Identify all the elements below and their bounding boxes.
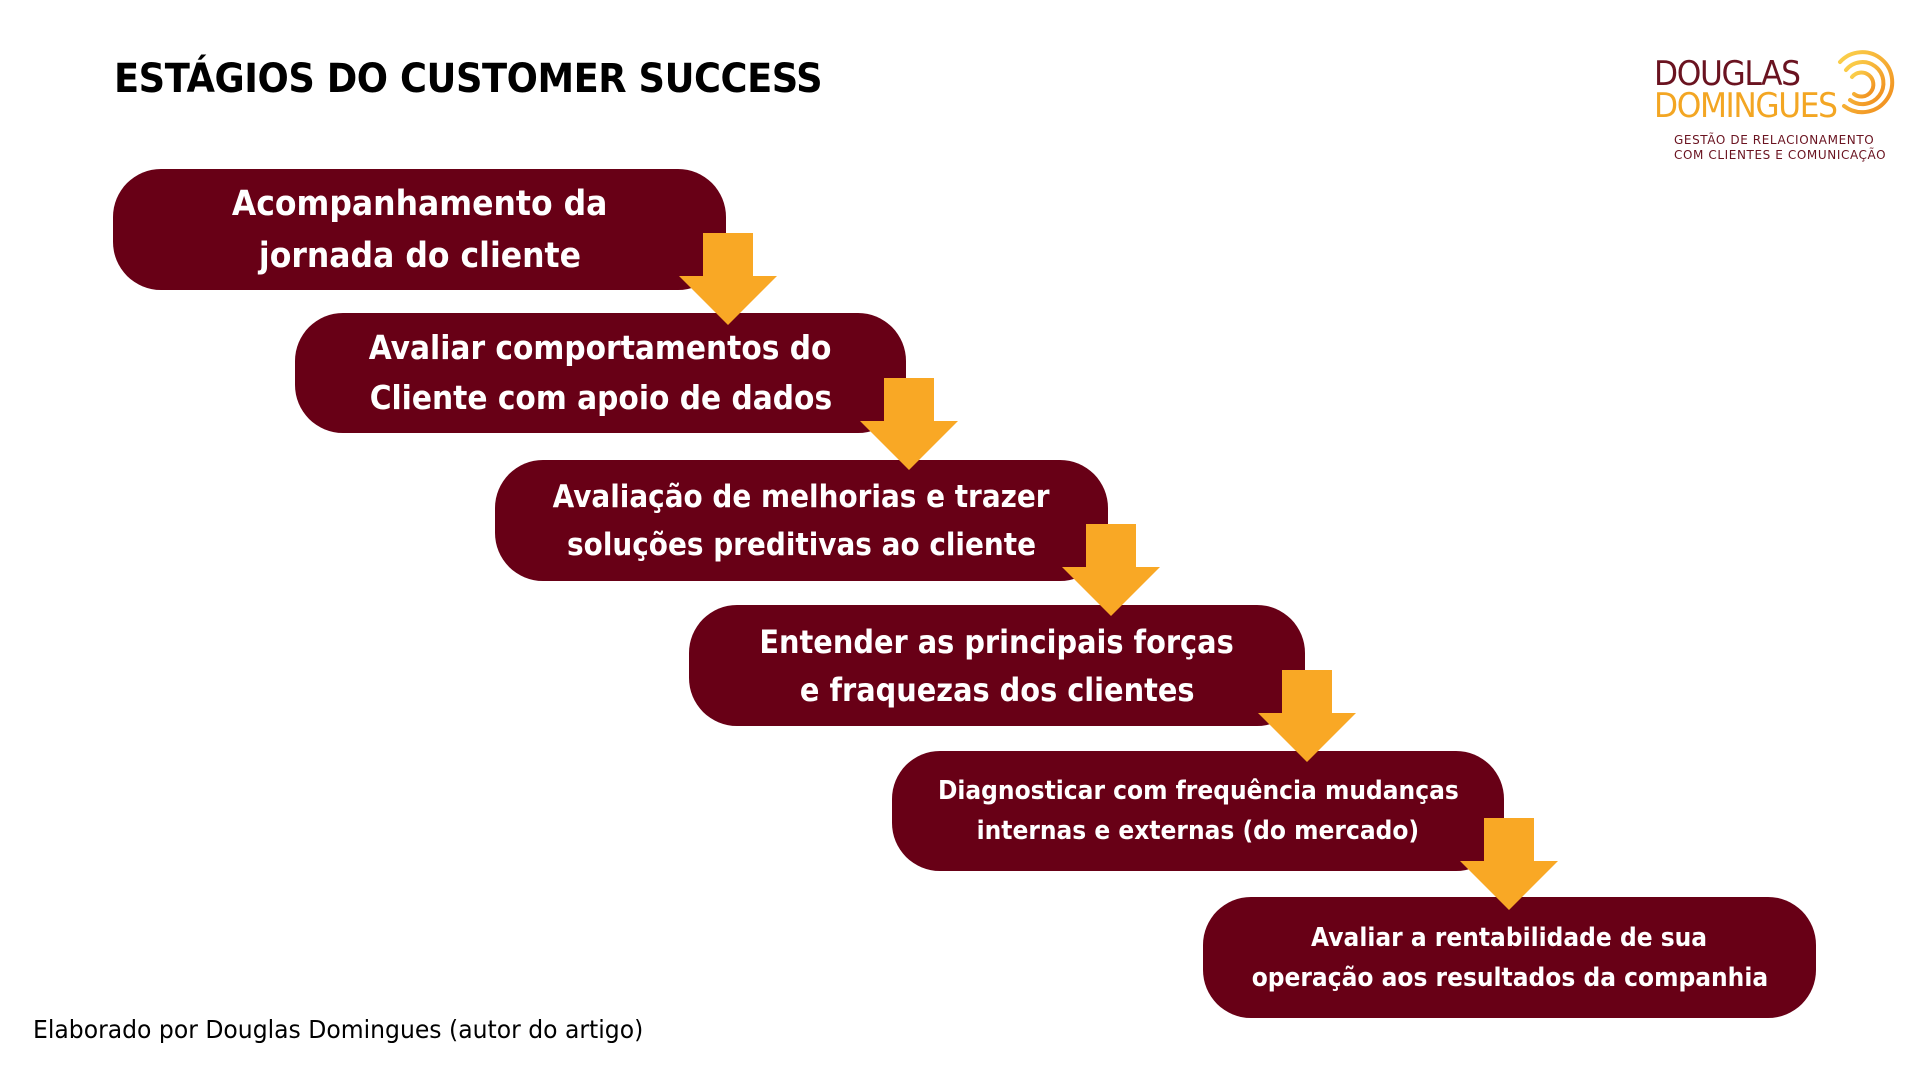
- stage-box-6: Avaliar a rentabilidade de sua operação …: [1203, 897, 1816, 1018]
- stage-1-line1: Acompanhamento da: [231, 183, 608, 224]
- stage-4-line2: e fraquezas dos clientes: [799, 670, 1195, 709]
- stage-6-line1: Avaliar a rentabilidade de sua: [1311, 922, 1708, 953]
- stage-3-line2: soluções preditivas ao cliente: [566, 526, 1036, 563]
- down-arrow-icon-2: [860, 378, 958, 470]
- stage-4-line1: Entender as principais forças: [759, 622, 1235, 661]
- down-arrow-icon-1: [679, 233, 777, 325]
- stage-box-4: Entender as principais forças e fraqueza…: [689, 605, 1305, 726]
- stage-2-line2: Cliente com apoio de dados: [369, 378, 832, 417]
- stage-1-line2: jornada do cliente: [258, 235, 581, 276]
- stage-box-2: Avaliar comportamentos do Cliente com ap…: [295, 313, 906, 433]
- logo-name-line2: DOMINGUES: [1654, 86, 1838, 126]
- logo-name-line1: DOUGLAS: [1654, 54, 1801, 94]
- stage-5-line2: internas e externas (do mercado): [976, 816, 1420, 846]
- down-arrow-icon-5: [1460, 818, 1558, 910]
- stage-box-1: Acompanhamento da jornada do cliente: [113, 169, 726, 290]
- spiral-icon: [1838, 50, 1895, 115]
- author-credit: Elaborado por Douglas Domingues (autor d…: [33, 1015, 644, 1044]
- stage-3-line1: Avaliação de melhorias e trazer: [553, 478, 1050, 515]
- stage-2-line1: Avaliar comportamentos do: [369, 328, 832, 367]
- logo-tagline-line2: COM CLIENTES E COMUNICAÇÃO: [1674, 148, 1887, 162]
- down-arrow-icon-3: [1062, 524, 1160, 616]
- stage-6-line2: operação aos resultados da companhia: [1251, 962, 1768, 993]
- stage-box-3: Avaliação de melhorias e trazer soluções…: [495, 460, 1108, 581]
- brand-logo: DOUGLAS DOMINGUES GESTÃO DE RELACIONAMEN…: [1650, 40, 1910, 170]
- stage-5-line1: Diagnosticar com frequência mudanças: [937, 776, 1459, 806]
- stage-box-5: Diagnosticar com frequência mudanças int…: [892, 751, 1504, 871]
- logo-tagline-line1: GESTÃO DE RELACIONAMENTO: [1674, 133, 1875, 147]
- down-arrow-icon-4: [1258, 670, 1356, 762]
- page-title: ESTÁGIOS DO CUSTOMER SUCCESS: [114, 56, 823, 102]
